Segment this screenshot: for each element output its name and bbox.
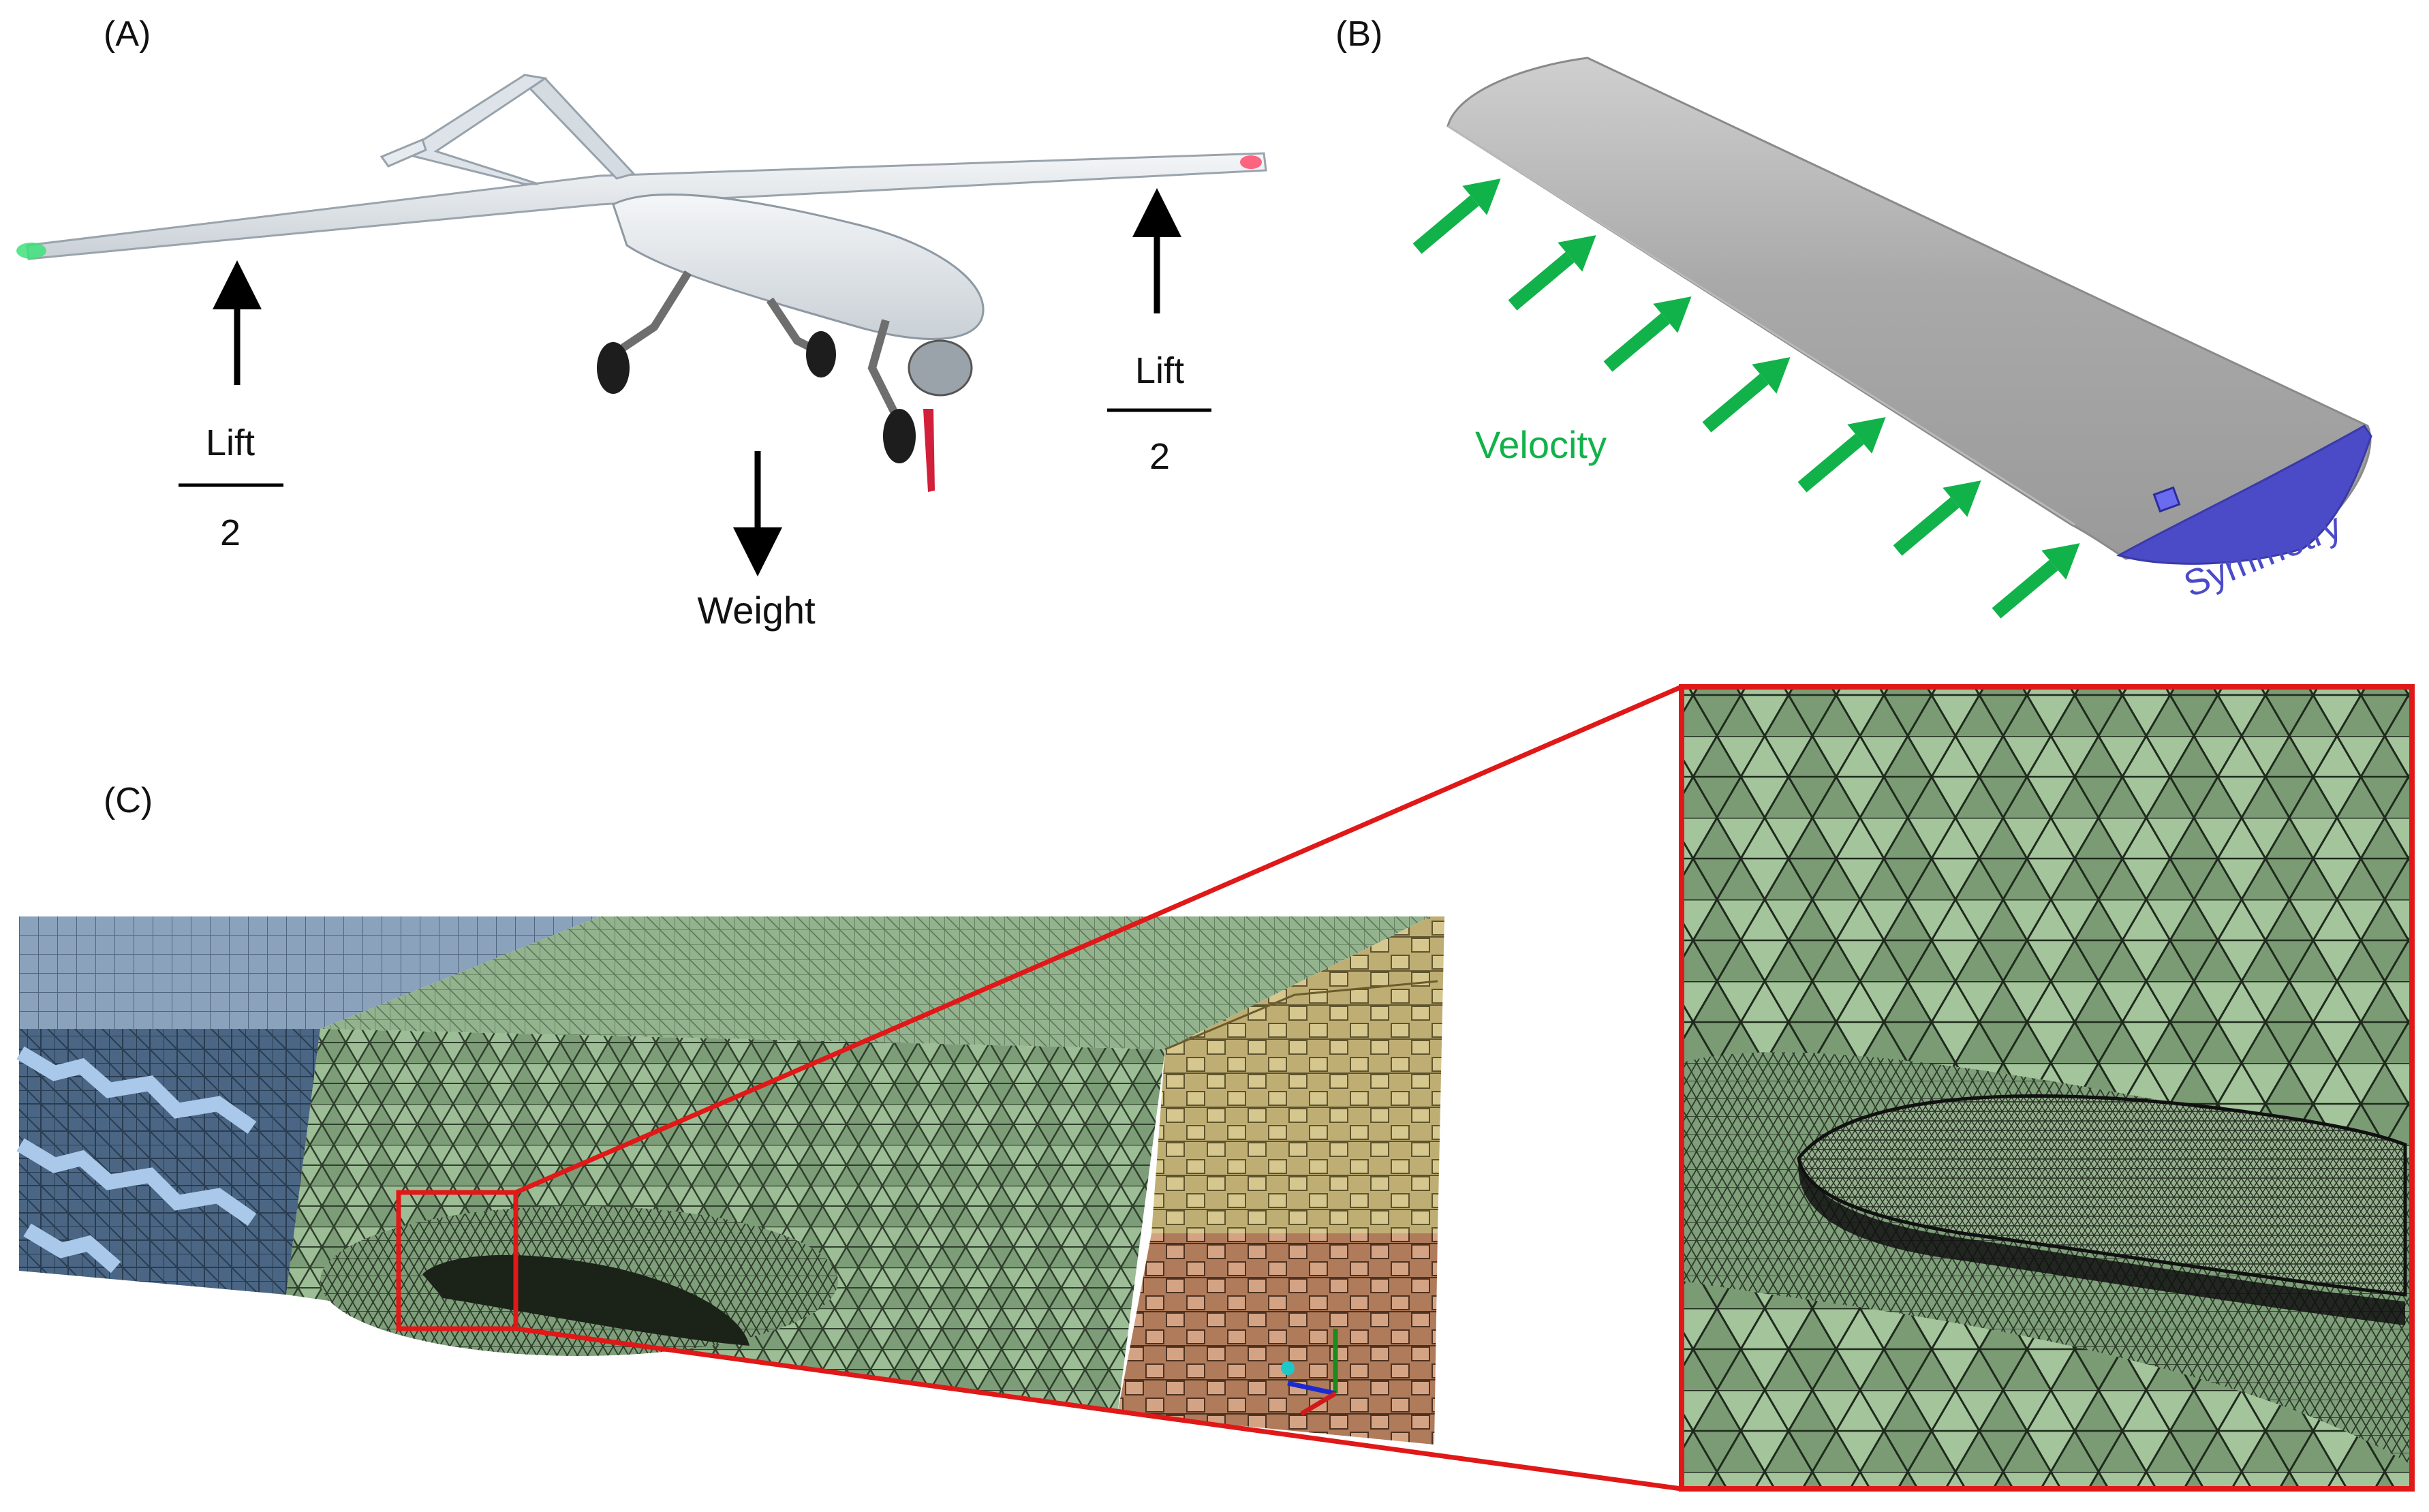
wing-3d	[1448, 58, 2370, 559]
lift-right-denominator: 2	[1149, 436, 1170, 477]
weight-label: Weight	[697, 589, 816, 632]
mesh-domain	[19, 916, 1444, 1445]
velocity-label: Velocity	[1475, 423, 1607, 466]
lift-right-numerator: Lift	[1135, 350, 1184, 391]
drone-illustration	[16, 75, 1266, 492]
zoomed-mesh-inset	[1682, 687, 2412, 1489]
lift-left-denominator: 2	[220, 512, 241, 553]
lift-left-numerator: Lift	[206, 422, 255, 463]
